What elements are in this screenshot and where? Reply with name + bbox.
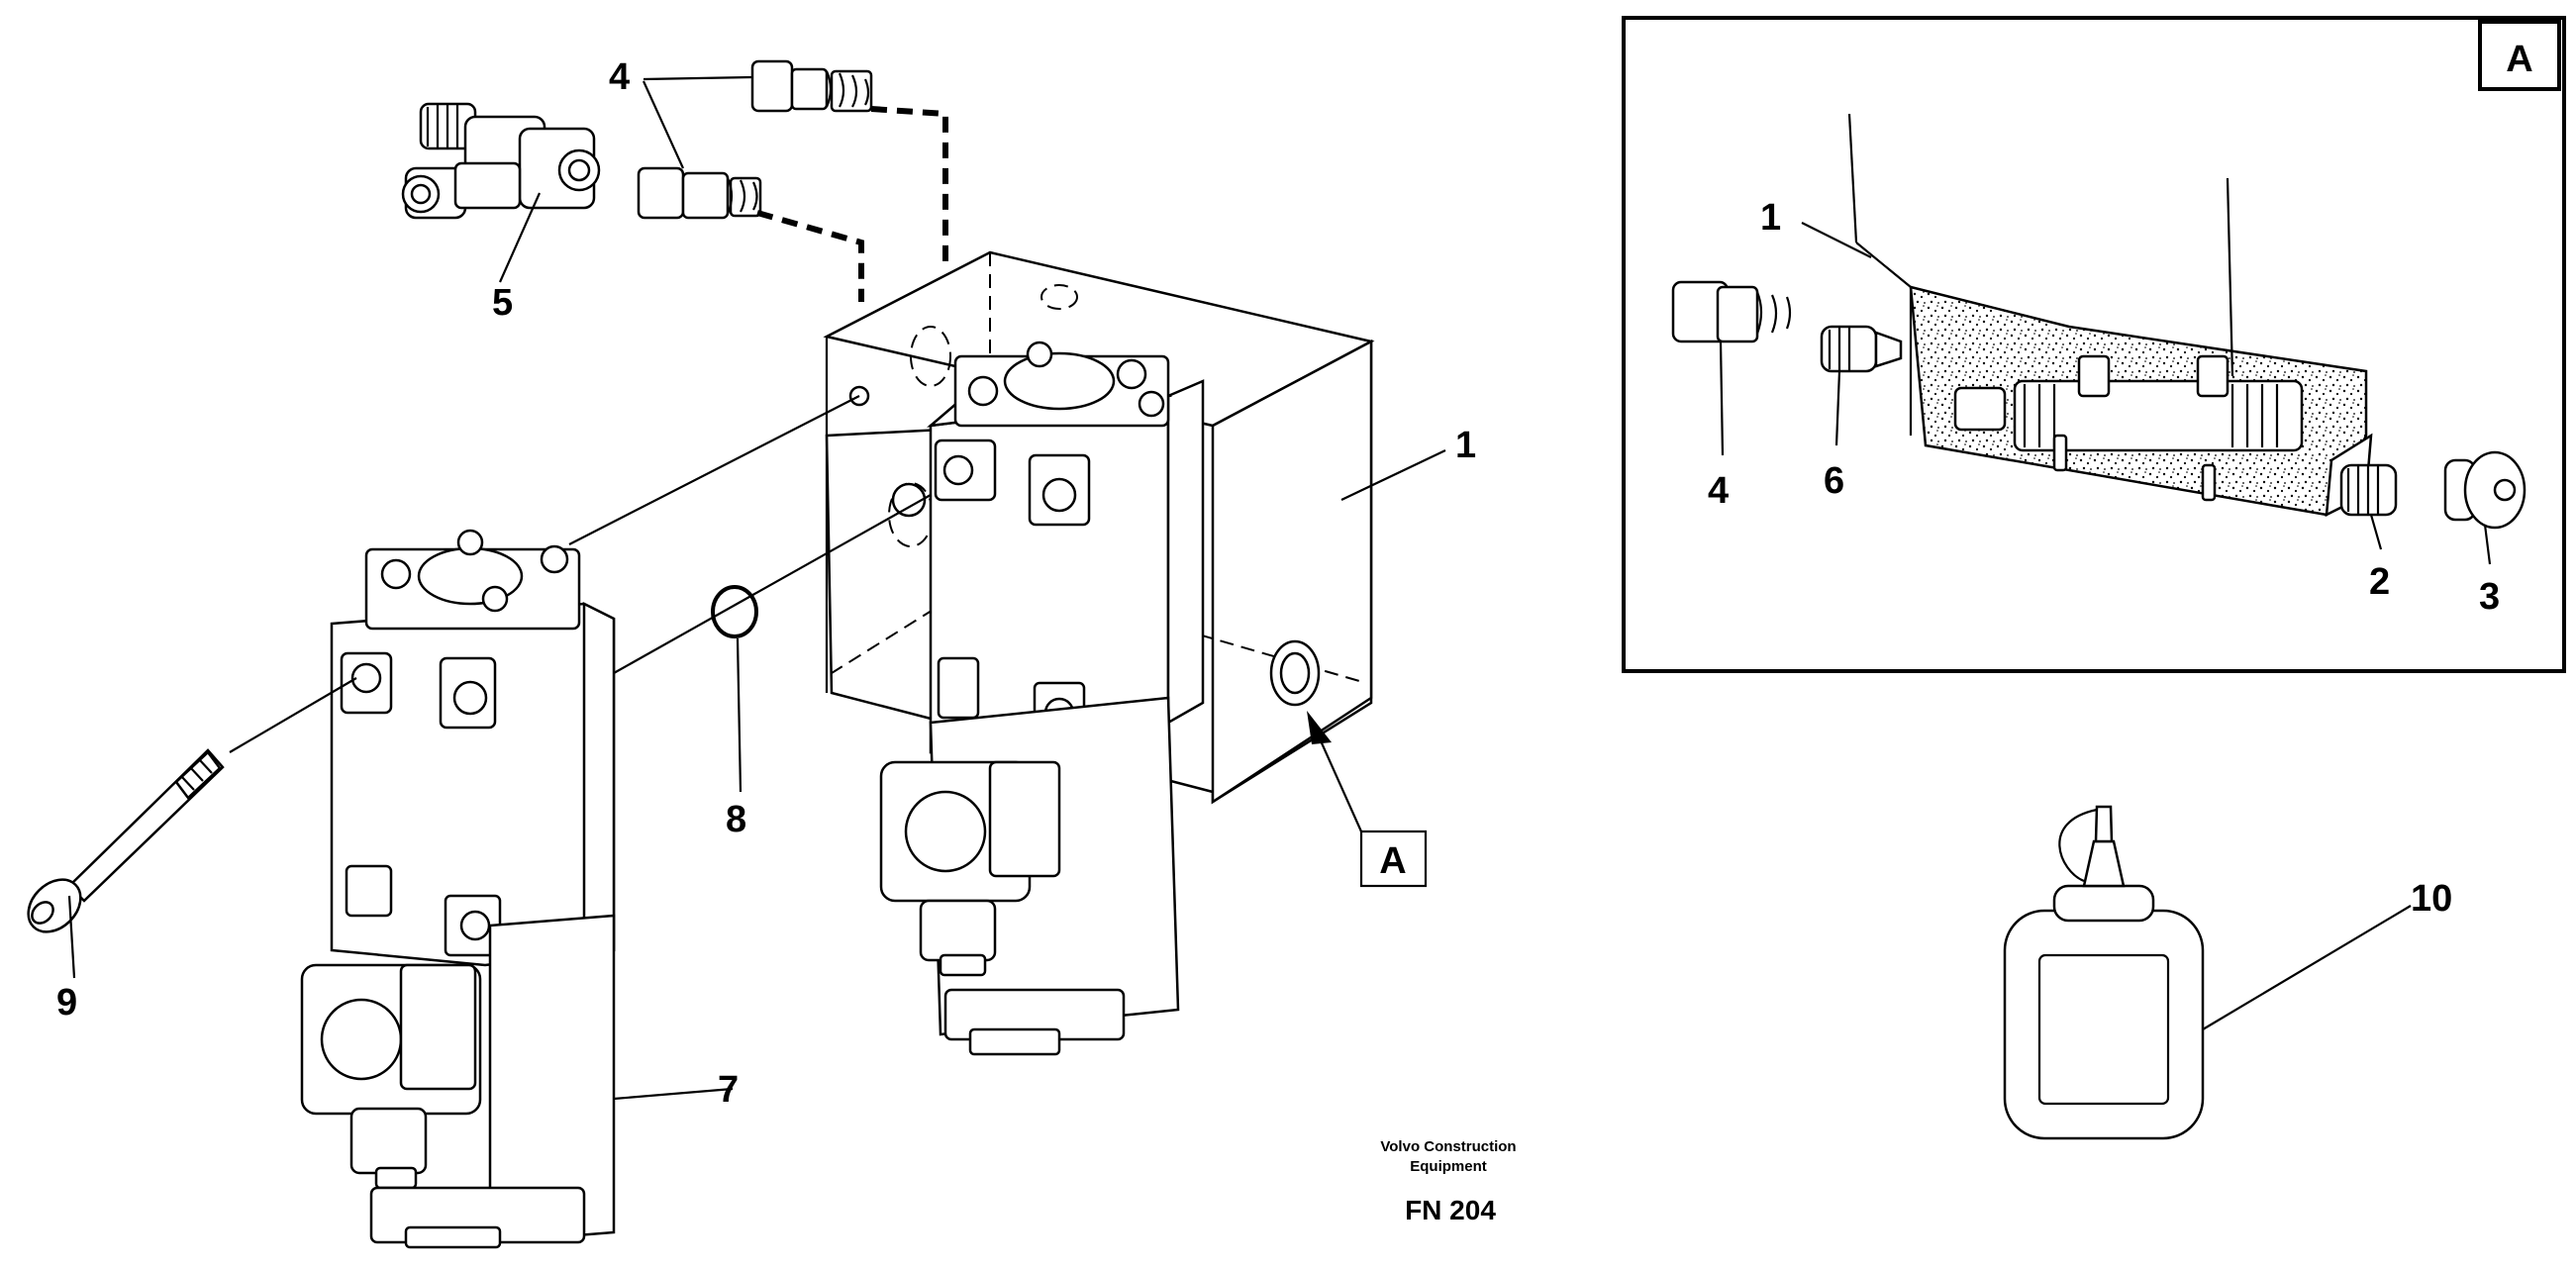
mounting-bolt <box>27 748 225 933</box>
leader-lines <box>67 75 2412 1101</box>
detail-view-a: A 1 4 <box>1622 16 2566 673</box>
o-ring <box>711 585 758 638</box>
tee-fitting <box>401 102 601 220</box>
footer: Volvo Construction Equipment FN 204 <box>1380 1138 1516 1225</box>
callout-7: 7 <box>718 1069 739 1111</box>
mounted-solenoid-valve <box>879 341 1205 1056</box>
hose-line-upper <box>870 106 948 267</box>
detail-callout-6: 6 <box>1824 460 1844 502</box>
callout-5: 5 <box>492 282 513 324</box>
detail-callout-3: 3 <box>2479 576 2500 618</box>
detail-callout-2: 2 <box>2369 561 2390 603</box>
hose-line-lower <box>756 210 864 302</box>
footer-brand-line1: Volvo Construction <box>1380 1138 1516 1155</box>
callout-9: 9 <box>56 982 77 1024</box>
view-marker-a: A <box>1307 711 1428 888</box>
detail-callout-4: 4 <box>1708 470 1729 512</box>
view-marker-label: A <box>1379 840 1406 882</box>
nipple-upper <box>750 59 873 113</box>
solenoid-valve-exploded <box>300 529 616 1249</box>
detail-callout-1: 1 <box>1760 197 1781 239</box>
thread-locker-bottle <box>2003 805 2205 1140</box>
detail-tag: A <box>2506 39 2532 80</box>
callout-10: 10 <box>2411 878 2452 920</box>
nipple-lower <box>637 166 762 220</box>
callout-8: 8 <box>726 799 746 840</box>
callout-1: 1 <box>1455 425 1476 466</box>
footer-brand-line2: Equipment <box>1410 1158 1487 1175</box>
callout-4: 4 <box>609 56 630 98</box>
footer-code: FN 204 <box>1405 1195 1496 1225</box>
